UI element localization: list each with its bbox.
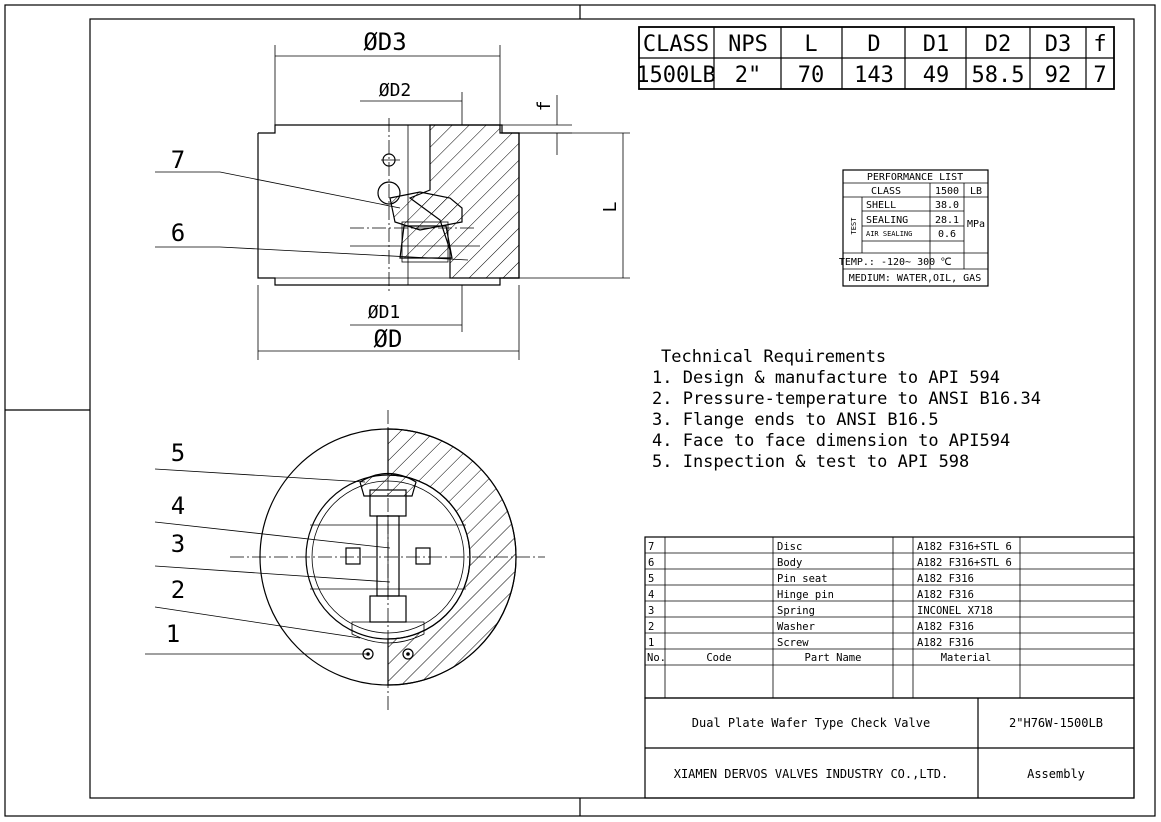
technical-requirements: Technical Requirements 1. Design & manuf… xyxy=(652,347,1041,472)
dim-value-l: 70 xyxy=(798,63,825,88)
sheet-border xyxy=(4,4,1156,817)
dimension-label-d1: ØD1 xyxy=(368,302,401,323)
dim-header-d3: D3 xyxy=(1045,32,1072,57)
dim-header-d: D xyxy=(867,32,880,57)
dimension-label-d3: ØD3 xyxy=(363,28,406,56)
dimension-label-d: ØD xyxy=(374,325,403,353)
performance-air-label: AIR SEALING xyxy=(866,230,912,238)
model-number: 2"H76W-1500LB xyxy=(1009,716,1103,730)
bom-part-name: Spring xyxy=(777,605,815,617)
bom-material: INCONEL X718 xyxy=(917,605,993,617)
requirement-item: 2. Pressure-temperature to ANSI B16.34 xyxy=(652,389,1041,409)
bom-no: 1 xyxy=(648,637,654,649)
bom-no: 4 xyxy=(648,589,654,601)
performance-pressure-unit: MPa xyxy=(967,219,985,230)
bom-header-material: Material xyxy=(941,652,992,664)
valve-section-view: ØD3 ØD2 ØD1 ØD L f 7 6 xyxy=(155,28,630,360)
bom-material: A182 F316 xyxy=(917,621,974,633)
dimension-label-f: f xyxy=(534,101,555,112)
company-name: XIAMEN DERVOS VALVES INDUSTRY CO.,LTD. xyxy=(674,767,949,781)
dim-value-d1: 49 xyxy=(923,63,950,88)
performance-temp-label: TEMP.: -120~ 300 xyxy=(839,257,935,268)
bill-of-materials: 7 Disc A182 F316+STL 6 6 Body A182 F316+… xyxy=(644,536,1135,699)
requirement-item: 5. Inspection & test to API 598 xyxy=(652,452,969,472)
dim-header-nps: NPS xyxy=(728,32,768,57)
performance-sealing-value: 28.1 xyxy=(935,215,959,226)
dimension-label-d2: ØD2 xyxy=(379,80,412,101)
performance-list: PERFORMANCE LIST CLASS 1500 LB TEST SHEL… xyxy=(839,169,989,287)
performance-temp-unit: ℃ xyxy=(940,257,951,268)
bom-no: 5 xyxy=(648,573,654,585)
product-name: Dual Plate Wafer Type Check Valve xyxy=(692,716,930,730)
bom-material: A182 F316 xyxy=(917,573,974,585)
bom-material: A182 F316 xyxy=(917,637,974,649)
callout-6: 6 xyxy=(171,219,185,247)
dim-value-class: 1500LB xyxy=(636,63,715,88)
dim-header-d2: D2 xyxy=(985,32,1012,57)
dim-value-d: 143 xyxy=(854,63,894,88)
dimension-label-l: L xyxy=(600,201,621,212)
bom-part-name: Pin seat xyxy=(777,573,828,585)
requirement-item: 1. Design & manufacture to API 594 xyxy=(652,368,1000,388)
bom-no: 7 xyxy=(648,541,654,553)
bom-material: A182 F316+STL 6 xyxy=(917,557,1012,569)
sheet-type: Assembly xyxy=(1027,767,1085,781)
performance-test-label: TEST xyxy=(850,217,858,235)
dim-header-f: f xyxy=(1093,32,1106,57)
bom-header-no: No. xyxy=(647,652,666,664)
bom-part-name: Hinge pin xyxy=(777,589,834,601)
bom-part-name: Body xyxy=(777,557,802,569)
callout-7: 7 xyxy=(171,146,185,174)
callout-1: 1 xyxy=(166,620,180,648)
bom-material: A182 F316+STL 6 xyxy=(917,541,1012,553)
performance-air-value: 0.6 xyxy=(938,229,956,240)
bom-part-name: Washer xyxy=(777,621,815,633)
performance-class-value: 1500 xyxy=(935,186,959,197)
callout-4: 4 xyxy=(171,492,185,520)
title-block: Dual Plate Wafer Type Check Valve 2"H76W… xyxy=(644,697,1135,799)
performance-shell-label: SHELL xyxy=(866,200,896,211)
performance-class-unit: LB xyxy=(970,186,982,197)
dim-header-l: L xyxy=(804,32,817,57)
requirement-item: 4. Face to face dimension to API594 xyxy=(652,431,1010,451)
dim-value-d2: 58.5 xyxy=(972,63,1025,88)
performance-shell-value: 38.0 xyxy=(935,200,959,211)
dim-value-d3: 92 xyxy=(1045,63,1072,88)
callout-2: 2 xyxy=(171,576,185,604)
requirement-item: 3. Flange ends to ANSI B16.5 xyxy=(652,410,939,430)
performance-sealing-label: SEALING xyxy=(866,215,908,226)
bom-header-code: Code xyxy=(706,652,731,664)
dimension-table: CLASS NPS L D D1 D2 D3 f 1500LB 2" 70 14… xyxy=(636,26,1115,90)
bom-material: A182 F316 xyxy=(917,589,974,601)
bom-header-part-name: Part Name xyxy=(805,652,862,664)
bom-no: 6 xyxy=(648,557,654,569)
dim-header-class: CLASS xyxy=(643,32,709,57)
performance-title: PERFORMANCE LIST xyxy=(867,172,963,183)
bom-no: 2 xyxy=(648,621,654,633)
performance-medium: MEDIUM: WATER,OIL, GAS xyxy=(849,273,981,284)
dim-value-f: 7 xyxy=(1093,63,1106,88)
dim-value-nps: 2" xyxy=(735,63,762,88)
dim-header-d1: D1 xyxy=(923,32,950,57)
performance-class-label: CLASS xyxy=(871,186,901,197)
valve-plan-view: 5 4 3 2 1 xyxy=(145,410,545,712)
requirements-title: Technical Requirements xyxy=(661,347,886,367)
callout-3: 3 xyxy=(171,530,185,558)
bom-no: 3 xyxy=(648,605,654,617)
bom-part-name: Screw xyxy=(777,637,809,649)
bom-part-name: Disc xyxy=(777,541,802,553)
callout-5: 5 xyxy=(171,439,185,467)
